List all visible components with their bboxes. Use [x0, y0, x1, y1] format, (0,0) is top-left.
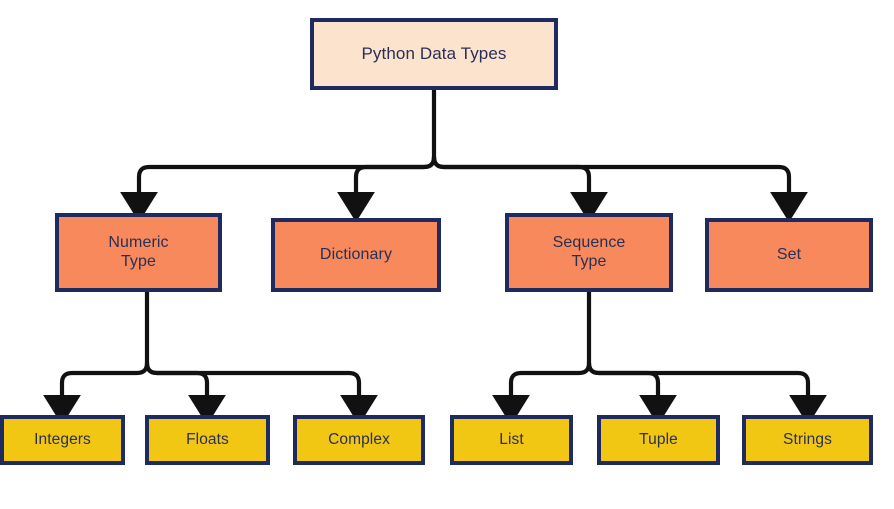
- node-set[interactable]: Set: [705, 218, 873, 292]
- node-label: Numeric Type: [108, 233, 169, 270]
- node-integers[interactable]: Integers: [0, 415, 125, 465]
- node-list[interactable]: List: [450, 415, 573, 465]
- edge-root-to-dictionary: [337, 156, 437, 223]
- node-label: Strings: [783, 430, 832, 448]
- node-dictionary[interactable]: Dictionary: [271, 218, 441, 292]
- node-label: Floats: [186, 430, 229, 448]
- node-label: Set: [776, 245, 802, 263]
- node-label: Sequence Type: [552, 233, 626, 270]
- node-python-data-types[interactable]: Python Data Types: [310, 18, 558, 90]
- node-complex[interactable]: Complex: [293, 415, 425, 465]
- node-label: Dictionary: [319, 245, 393, 263]
- node-numeric-type[interactable]: Numeric Type: [55, 213, 222, 292]
- edge-root-to-sequence: [431, 156, 608, 223]
- node-label: List: [499, 430, 524, 448]
- node-sequence-type[interactable]: Sequence Type: [505, 213, 673, 292]
- edge-numeric-to-complex: [144, 362, 378, 426]
- node-label: Python Data Types: [361, 43, 507, 63]
- node-tuple[interactable]: Tuple: [597, 415, 720, 465]
- edge-root-to-set: [431, 156, 808, 223]
- edge-root-to-numeric: [120, 156, 437, 223]
- edge-sequence-to-tuple: [586, 362, 677, 426]
- edge-sequence-to-list: [492, 362, 592, 426]
- node-label: Integers: [34, 430, 91, 448]
- edge-numeric-to-floats: [144, 362, 226, 426]
- node-label: Tuple: [639, 430, 678, 448]
- node-strings[interactable]: Strings: [742, 415, 873, 465]
- edge-sequence-to-strings: [586, 362, 827, 426]
- node-floats[interactable]: Floats: [145, 415, 270, 465]
- edge-numeric-to-integers: [43, 362, 150, 426]
- node-label: Complex: [328, 430, 390, 448]
